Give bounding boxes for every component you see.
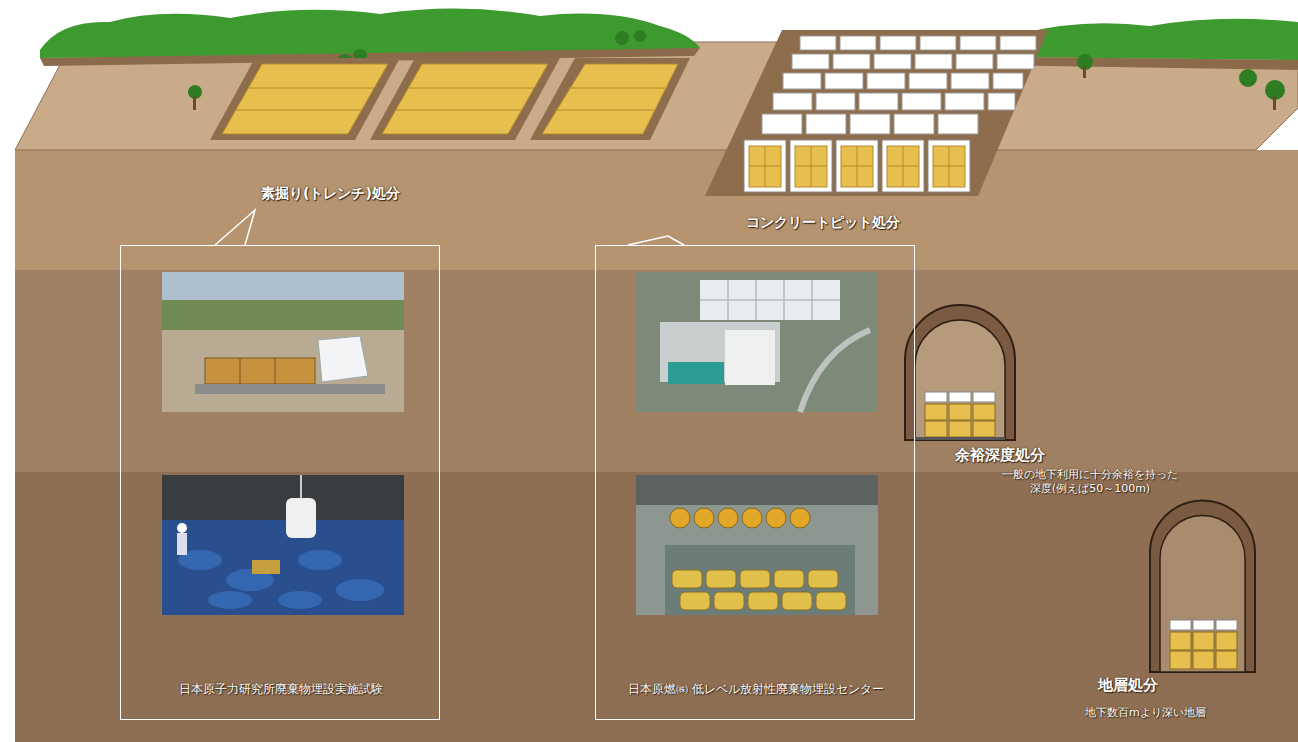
- callout-pointer: [215, 210, 255, 245]
- callout-pointer: [628, 236, 684, 245]
- photo: [636, 475, 878, 615]
- disposal-heading: コンクリートピット処分: [746, 213, 900, 231]
- trench: [210, 58, 690, 140]
- method-label: 余裕深度処分: [955, 446, 1045, 466]
- callout-box: 素掘り(トレンチ)処分日本原子力研究所廃棄物埋設実施試験: [120, 245, 440, 720]
- tunnel: [905, 305, 1015, 440]
- depth-note: 一般の地下利用に十分余裕を持った深度(例えば50～100m): [1000, 468, 1180, 497]
- photo: [162, 475, 404, 615]
- depth-note: 地下数百mより深い地層: [1085, 706, 1206, 720]
- tunnel: [1150, 501, 1255, 672]
- concrete-pit: [705, 30, 1048, 196]
- photo: [162, 272, 404, 412]
- method-label: 地層処分: [1098, 676, 1158, 696]
- callout-box: コンクリートピット処分日本原燃㈱ 低レベル放射性廃棄物埋設センター: [595, 245, 915, 720]
- disposal-heading: 素掘り(トレンチ)処分: [261, 184, 400, 202]
- photo-caption: 日本原燃㈱ 低レベル放射性廃棄物埋設センター: [628, 682, 884, 698]
- photo: [636, 272, 878, 412]
- photo-caption: 日本原子力研究所廃棄物埋設実施試験: [179, 682, 383, 698]
